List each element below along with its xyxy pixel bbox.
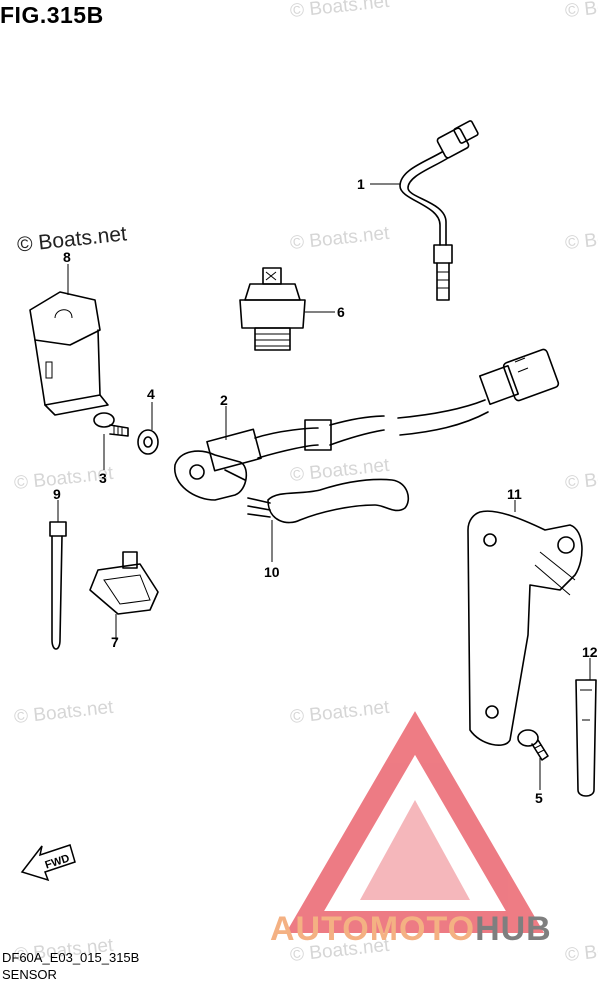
part-5-bolt <box>517 729 549 761</box>
part-11-bracket <box>467 510 583 746</box>
figure-title: FIG.315B <box>0 2 104 28</box>
callout-5: 5 <box>535 790 543 806</box>
leader-lines <box>57 183 591 790</box>
brand-part1: AUTOMOTO <box>270 910 476 948</box>
callout-7: 7 <box>111 634 119 650</box>
automotohub-logo-icon <box>285 711 545 933</box>
callout-12: 12 <box>582 644 598 660</box>
brand-text: AUTOMOTOHUB <box>270 910 552 949</box>
brand-part2: HUB <box>475 910 552 948</box>
part-1-sensor-lead <box>399 120 479 301</box>
figure-name: SENSOR <box>2 967 57 982</box>
part-9-cable-tie <box>49 521 67 650</box>
callout-6: 6 <box>337 304 345 320</box>
fwd-arrow-icon: FWD <box>20 844 76 882</box>
part-10-sensor-harness <box>247 478 409 524</box>
part-3-bolt <box>93 412 129 437</box>
part-12-holder <box>575 679 597 797</box>
part-7-clamp <box>89 551 159 615</box>
part-6-pressure-switch <box>239 267 306 351</box>
callout-4: 4 <box>147 386 155 402</box>
figure-code: DF60A_E03_015_315B <box>2 950 140 965</box>
callout-3: 3 <box>99 470 107 486</box>
part-4-washer <box>137 429 159 455</box>
callout-1: 1 <box>357 176 365 192</box>
callout-8: 8 <box>63 249 71 265</box>
part-2-sensor-cable <box>174 348 560 501</box>
callout-2: 2 <box>220 392 228 408</box>
callout-9: 9 <box>53 486 61 502</box>
callout-11: 11 <box>507 486 522 502</box>
part-8-cover <box>29 291 109 416</box>
callout-10: 10 <box>264 564 280 580</box>
